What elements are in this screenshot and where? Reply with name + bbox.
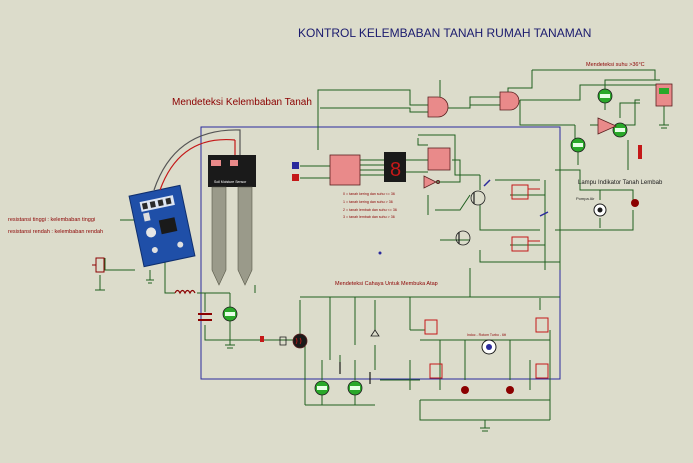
and-gate-1 [427,96,449,118]
temp-section-label: Mendeteksi suhu >36°C [586,62,645,68]
decoder-ic [329,154,361,186]
logic-ic-small [427,147,451,171]
pump-label: Pompa Air [576,196,595,201]
truth-note: 1 = tanah kering dan suhu > 36 [343,200,393,204]
wire-network [104,69,665,428]
roof-relay-4 [535,363,549,379]
not-gate [423,175,440,189]
voltmeter-temp [597,88,613,104]
light-section-label: Mendeteksi Cahaya Untuk Membuka Atap [335,281,438,287]
resistance-high-note: resistansi tinggi : kelembaban tinggi [8,217,95,223]
relay-2 [511,236,540,252]
probe-cable-gray [153,129,241,191]
and-gate-2 [499,91,520,111]
comparator-opamp [597,117,617,135]
voltmeter-comparator [570,137,586,153]
roof-relay-2 [535,317,549,333]
logic-input-2 [292,174,299,181]
display-digit: 8 [390,159,401,181]
temperature-sensor [655,83,673,107]
water-pump-motor: Pompa Air [576,196,607,217]
voltmeter-light-1 [314,380,330,396]
resistance-low-note: resistansi rendah : kelembaban rendah [8,229,103,235]
voltmeter-soil [222,306,238,322]
sensor-name-label: Soil Moisture Sensor [214,180,247,184]
junction-dot [378,251,382,255]
ldr-sensor [292,333,308,349]
transistor-1 [470,190,486,206]
seven-segment-display: 8 [384,152,406,182]
probe-cable-red [159,138,236,191]
light-source [260,336,287,346]
ground-symbol [480,427,490,432]
temp-led [638,145,642,159]
inductor [174,289,196,295]
sensor-module-board [128,184,196,268]
ground-symbol [225,344,235,349]
capacitor [198,313,212,321]
potentiometer [92,257,105,291]
voltmeter-light-2 [347,380,363,396]
soil-moisture-sensor: Soil Moisture Sensor [208,155,256,286]
truth-note: 2 = tanah lembab dan suhu <= 36 [343,208,397,212]
diode-blue-2 [539,211,549,217]
indicator-section-label: Lampu Indikator Tanah Lembab [578,180,663,186]
motor-label: Indoc - Rotom Turbo - 6tt [467,333,506,337]
logic-input-1 [292,162,299,169]
ground-symbol [659,124,669,129]
indicator-lamp [631,199,639,207]
roof-motor: Indoc - Rotom Turbo - 6tt [467,333,506,355]
roof-lamp-1 [461,386,469,394]
truth-note: 3 = tanah lembab dan suhu > 36 [343,215,395,219]
roof-relay-1 [424,319,438,335]
voltmeter-ref [612,122,628,138]
diagram-title: KONTROL KELEMBABAN TANAH RUMAH TANAMAN [298,26,591,40]
transistor-2 [455,230,471,246]
ground-symbol [146,279,154,284]
roof-lamp-2 [506,386,514,394]
diode-blue-1 [483,179,491,187]
relay-1 [511,184,540,200]
zener-diode [370,329,380,337]
soil-section-label: Mendeteksi Kelembaban Tanah [172,97,312,108]
truth-note: 0 = tanah kering dan suhu <= 36 [343,192,395,196]
roof-relay-3 [429,363,443,379]
